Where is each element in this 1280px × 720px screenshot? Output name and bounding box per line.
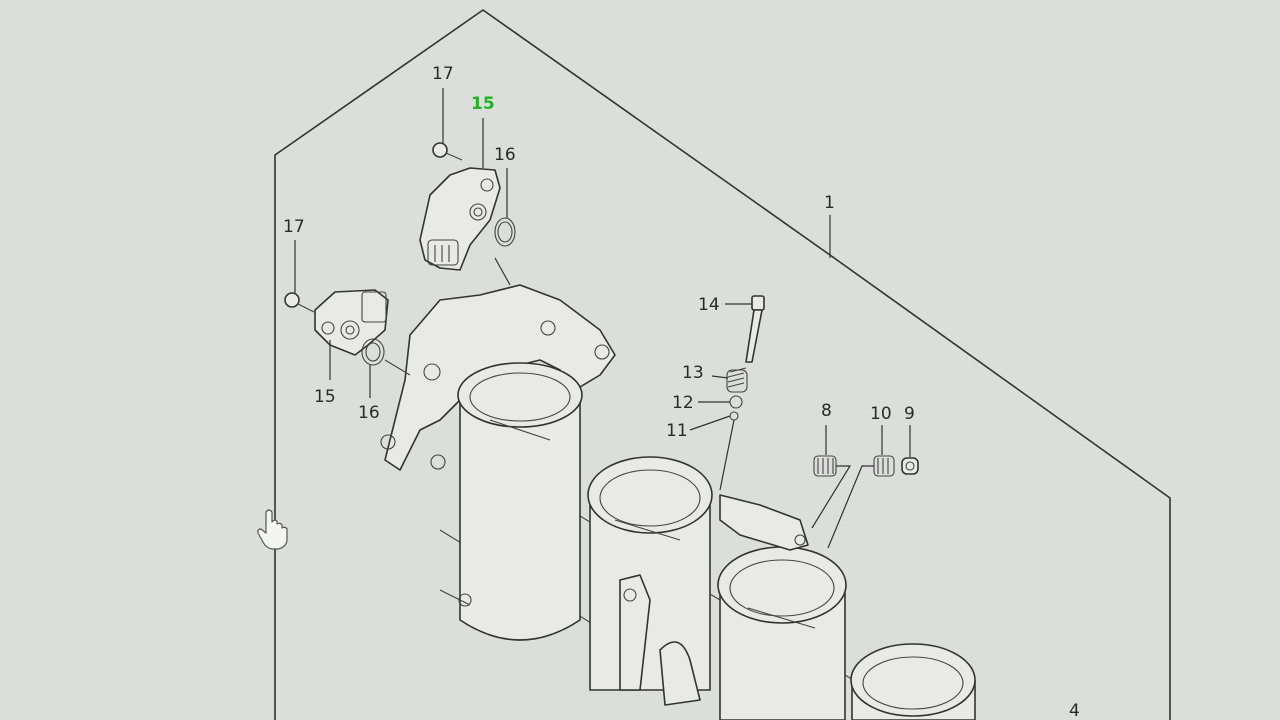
callout-17-upper[interactable]: 17 — [432, 64, 454, 84]
svg-text:15: 15 — [471, 94, 495, 114]
svg-text:9: 9 — [904, 404, 915, 424]
callout-1[interactable]: 1 — [824, 193, 835, 213]
o-ring-left — [361, 338, 385, 366]
svg-text:10: 10 — [870, 404, 892, 424]
callout-14[interactable]: 14 — [698, 295, 720, 315]
assembly-boundary — [274, 9, 1171, 720]
svg-text:12: 12 — [672, 393, 694, 413]
callout-11[interactable]: 11 — [666, 421, 688, 441]
svg-text:4: 4 — [1069, 701, 1080, 720]
svg-text:11: 11 — [666, 421, 688, 441]
svg-text:17: 17 — [432, 64, 454, 84]
leader-lines — [294, 88, 911, 549]
throttle-sensor-left — [314, 289, 389, 356]
callout-15-highlighted[interactable]: 15 — [471, 94, 495, 114]
bolt-left — [284, 292, 315, 313]
svg-text:13: 13 — [682, 363, 704, 383]
callout-8[interactable]: 8 — [821, 401, 832, 421]
callout-13[interactable]: 13 — [682, 363, 704, 383]
throttle-sensor-upper — [419, 167, 501, 271]
svg-text:17: 17 — [283, 217, 305, 237]
callout-4[interactable]: 4 — [1069, 701, 1080, 720]
svg-text:15: 15 — [314, 387, 336, 407]
svg-text:8: 8 — [821, 401, 832, 421]
callout-16-left[interactable]: 16 — [358, 403, 380, 423]
bolt-upper — [432, 142, 463, 161]
o-ring-upper — [494, 217, 516, 247]
hand-pointer-icon — [257, 509, 288, 550]
svg-text:16: 16 — [358, 403, 380, 423]
svg-text:1: 1 — [824, 193, 835, 213]
callout-12[interactable]: 12 — [672, 393, 694, 413]
svg-text:14: 14 — [698, 295, 720, 315]
callout-9[interactable]: 9 — [904, 404, 915, 424]
adjust-screw-assembly — [719, 295, 765, 491]
svg-text:16: 16 — [494, 145, 516, 165]
callout-17-left[interactable]: 17 — [283, 217, 305, 237]
callout-15-left[interactable]: 15 — [314, 387, 336, 407]
throttle-body-assembly — [380, 284, 976, 720]
callout-10[interactable]: 10 — [870, 404, 892, 424]
callout-16-upper[interactable]: 16 — [494, 145, 516, 165]
